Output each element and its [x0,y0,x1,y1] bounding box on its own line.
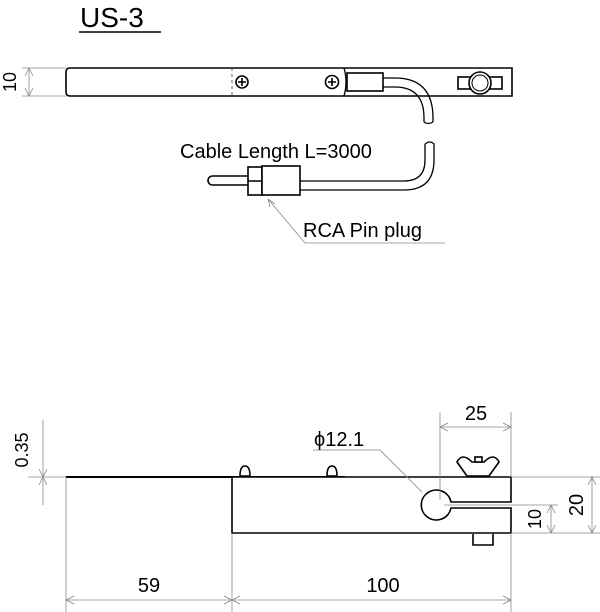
top-view: 10 Cable Length L=3000 [0,67,513,244]
cable-gland [346,72,384,92]
drawing-title: US-3 [80,2,144,33]
cable-continuation [300,141,435,191]
thickness-dim: 0.35 [12,432,32,467]
diameter-leader-line [313,449,423,493]
screw-head [326,465,338,477]
block-length-dim: 100 [366,575,399,597]
sensor-bar [65,67,513,97]
cable-length-label: Cable Length L=3000 [180,141,372,163]
height-dim: 20 [566,494,588,516]
wing-nut-icon [457,71,503,95]
cable [383,77,434,122]
screw-head [239,465,251,477]
plate-length-dim: 59 [138,575,160,597]
rca-plug-label: RCA Pin plug [303,220,422,242]
screw-icon [235,75,249,89]
clamp-block [231,476,512,534]
clamp-width-dim: 25 [465,403,487,425]
top-height-dim: 10 [0,72,20,92]
plug-leader-line [267,198,445,244]
side-view: 0.35 ϕ12.1 25 20 10 59 10 [12,403,600,612]
slot-dim: 10 [525,509,545,529]
screw-icon [324,74,340,90]
wing-nut [456,456,500,477]
bolt-end [472,534,494,546]
diameter-dim: ϕ12.1 [314,429,364,451]
rca-plug [207,165,301,196]
